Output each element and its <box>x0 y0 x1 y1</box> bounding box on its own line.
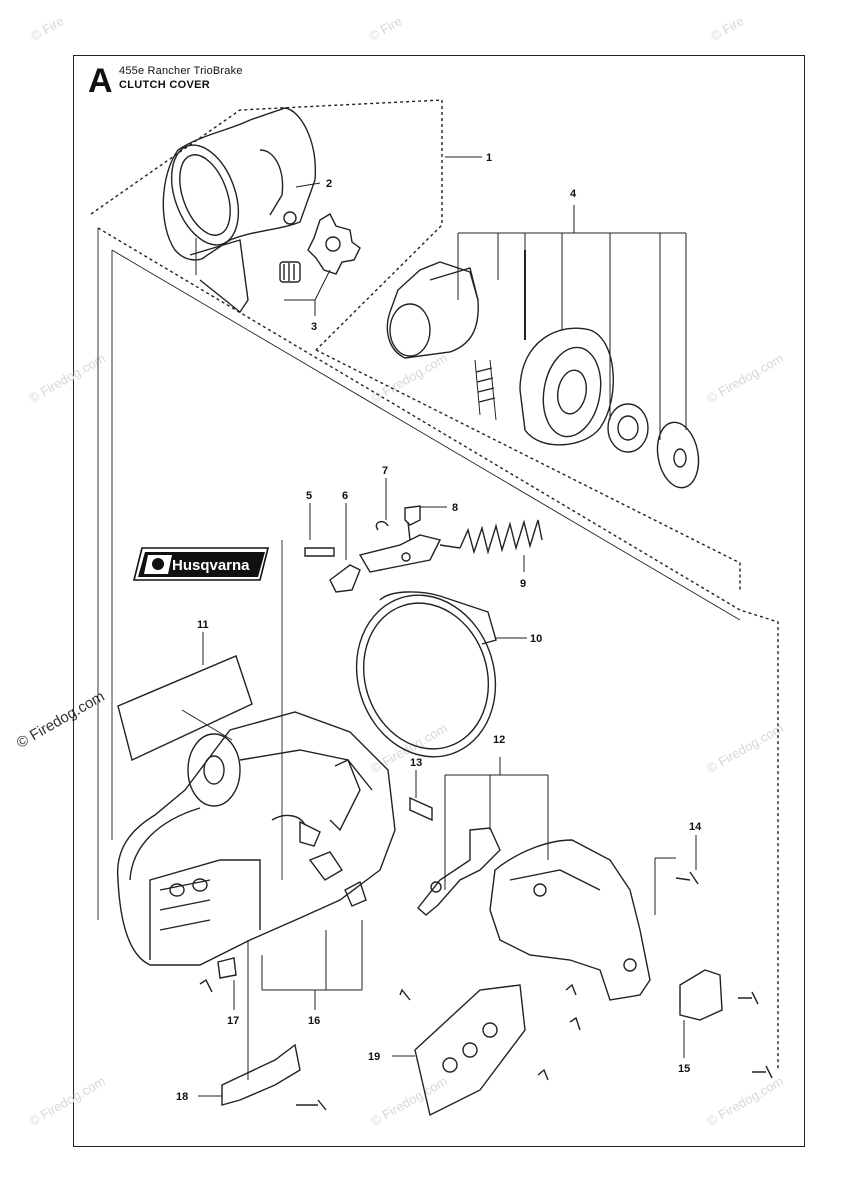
callout-2: 2 <box>326 178 332 190</box>
assembly-boundary-right <box>315 349 741 590</box>
callout-11: 11 <box>197 619 209 631</box>
callout-9: 9 <box>520 578 526 590</box>
bracket-18 <box>221 1043 301 1106</box>
leader-line-16 <box>261 920 363 1010</box>
callout-13: 13 <box>410 757 422 769</box>
diagram-frame <box>73 55 805 1147</box>
callout-16: 16 <box>308 1015 320 1027</box>
diagram-title: CLUTCH COVER <box>119 79 210 91</box>
callout-3: 3 <box>311 321 317 333</box>
decal-label <box>117 655 253 761</box>
crown-logo-icon <box>152 558 164 570</box>
leader-line-2 <box>295 182 321 188</box>
brake-hardware <box>304 505 442 593</box>
callout-18: 18 <box>176 1091 188 1103</box>
model-name: 455e Rancher TrioBrake <box>119 65 243 77</box>
callout-17: 17 <box>227 1015 239 1027</box>
callout-5: 5 <box>306 490 312 502</box>
callout-15: 15 <box>678 1063 690 1075</box>
callout-4: 4 <box>570 188 577 200</box>
leader-line-3 <box>284 269 331 316</box>
leader-line-14b <box>654 857 676 915</box>
callout-19: 19 <box>368 1051 380 1063</box>
callout-7: 7 <box>382 465 388 477</box>
callout-6: 6 <box>342 490 348 502</box>
block <box>679 969 723 1021</box>
screws <box>199 871 773 1111</box>
callout-8: 8 <box>452 502 458 514</box>
small-part-17 <box>217 957 237 979</box>
brake-spring <box>439 519 543 555</box>
leader-line-12 <box>444 757 549 890</box>
callout-10: 10 <box>530 633 542 645</box>
leader-line-4 <box>457 205 687 440</box>
callout-14: 14 <box>689 821 702 833</box>
side-cover-plate <box>417 827 651 1001</box>
guard-plate <box>414 984 526 1117</box>
brand-name: Husqvarna <box>172 557 250 574</box>
chain-brake-housing <box>116 711 396 966</box>
brake-band <box>355 591 497 758</box>
callout-12: 12 <box>493 734 505 746</box>
husqvarna-decal: Husqvarna <box>132 547 270 581</box>
section-letter: A <box>88 62 113 100</box>
sprocket-parts <box>279 213 361 283</box>
construction-line <box>111 249 741 621</box>
callout-numbers: 1 2 3 4 5 6 7 8 9 10 11 12 13 14 15 16 1… <box>176 152 702 1103</box>
callout-1: 1 <box>486 152 492 164</box>
brake-assembly <box>386 250 700 489</box>
clutch-cover-housing <box>162 107 316 314</box>
pin <box>409 796 433 822</box>
assembly-boundary-lower <box>97 227 779 1070</box>
